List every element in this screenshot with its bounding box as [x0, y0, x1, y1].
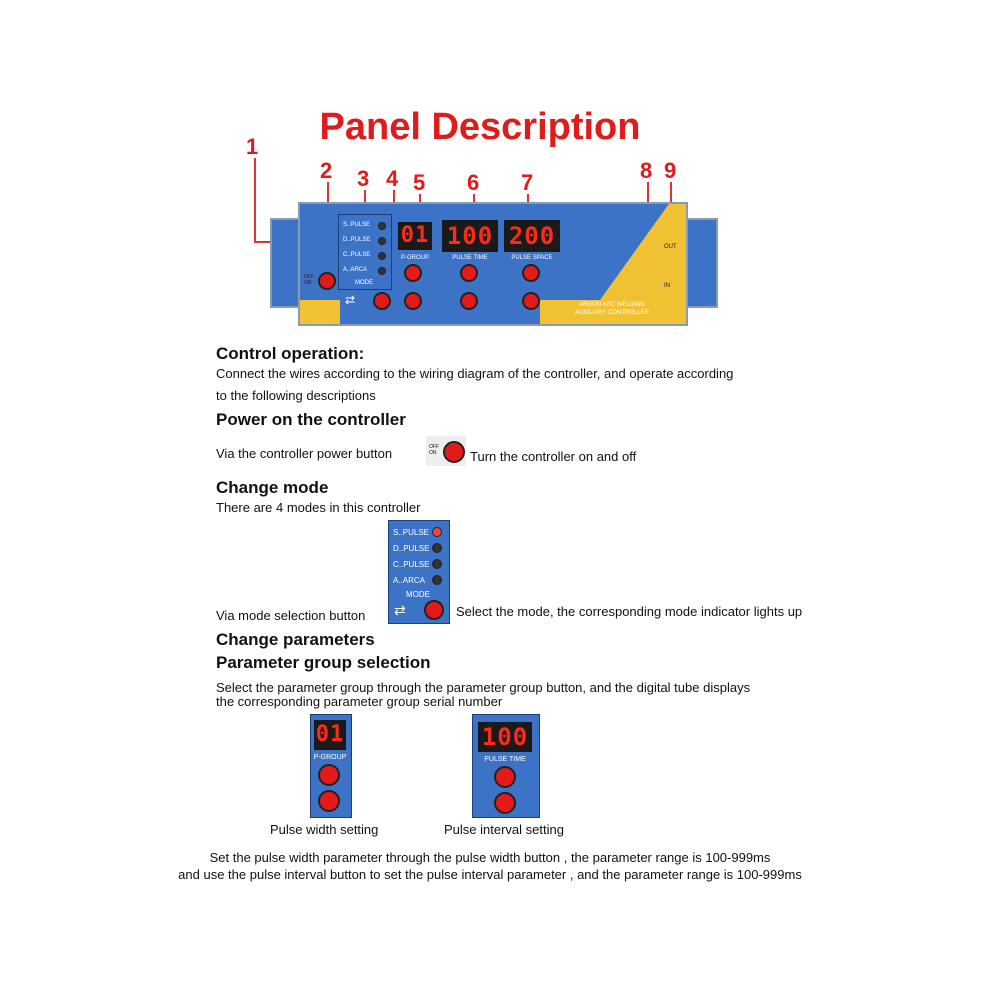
- control-text: Connect the wires according to the wirin…: [216, 366, 734, 381]
- mode-led: [432, 543, 442, 553]
- mode-label: C..PULSE: [393, 560, 430, 569]
- cycle-icon: ⇄: [345, 293, 356, 307]
- mount-tab-right: [686, 218, 718, 308]
- mode-button[interactable]: [373, 292, 391, 310]
- pulse-width-caption: Pulse width setting: [270, 822, 379, 837]
- out-label: OUT: [664, 244, 677, 250]
- pulse-space-label: PULSE SPACE: [511, 255, 553, 261]
- mode-caption: MODE: [355, 280, 373, 286]
- pulse-interval-caption: Pulse interval setting: [444, 822, 564, 837]
- callout-line: [254, 158, 256, 242]
- mode-sub: There are 4 modes in this controller: [216, 500, 421, 515]
- mode-caption: MODE: [406, 590, 430, 599]
- mode-led: [378, 267, 386, 275]
- panel-stripe: [300, 300, 340, 324]
- mode-label: S..PULSE: [393, 528, 430, 537]
- param-text: the corresponding parameter group serial…: [216, 694, 503, 709]
- callout-3: 3: [357, 166, 370, 191]
- callout-7: 7: [521, 170, 534, 195]
- footer-text: and use the pulse interval button to set…: [178, 867, 802, 882]
- pulse-time-label: PULSE TIME: [452, 255, 488, 261]
- control-text: to the following descriptions: [216, 388, 376, 403]
- mode-led-active: [432, 527, 442, 537]
- pgroup-thumb-button: [318, 790, 340, 812]
- mount-tab-left: [270, 218, 302, 308]
- pulse-time-button[interactable]: [460, 264, 478, 282]
- pgroup-display: 01: [398, 222, 432, 250]
- pgroup-thumb-button: [318, 764, 340, 786]
- param-sub-heading: Parameter group selection: [216, 653, 431, 672]
- callout-8: 8: [640, 158, 653, 183]
- mode-led: [378, 222, 386, 230]
- page-title: Panel Description: [319, 106, 641, 148]
- param-heading: Change parameters: [216, 630, 375, 649]
- mode-led: [378, 252, 386, 260]
- power-thumb-label: OFF ON: [429, 444, 439, 456]
- mode-thumb-button: [424, 600, 444, 620]
- mode-label: A..ARCA: [343, 267, 368, 273]
- param-text: Select the parameter group through the p…: [216, 680, 751, 695]
- pgroup-label: P-GROUP: [400, 255, 429, 261]
- pulse-space-display: 200: [504, 220, 560, 252]
- in-label: IN: [664, 283, 670, 289]
- power-right-text: Turn the controller on and off: [470, 449, 637, 464]
- mode-indicator-box: [338, 214, 392, 290]
- panel-stripe: [540, 300, 686, 324]
- mode-label: A..ARCA: [393, 576, 426, 585]
- pulse-time-display: 100: [442, 220, 498, 252]
- power-button[interactable]: [318, 272, 336, 290]
- pulse-time-thumb-display: 100: [478, 722, 532, 752]
- pulse-space-button[interactable]: [522, 264, 540, 282]
- mode-led: [378, 237, 386, 245]
- mode-heading: Change mode: [216, 478, 329, 497]
- callout-4: 4: [386, 166, 399, 191]
- footer-text: Set the pulse width parameter through th…: [209, 850, 771, 865]
- callout-2: 2: [320, 158, 333, 183]
- mode-label: S..PULSE: [343, 222, 371, 228]
- mode-label: D..PULSE: [343, 237, 371, 243]
- mode-led: [432, 559, 442, 569]
- pgroup-button[interactable]: [404, 264, 422, 282]
- pulse-time-thumb-label: PULSE TIME: [484, 756, 526, 763]
- pulse-space-lower-button[interactable]: [522, 292, 540, 310]
- pgroup-thumb-display: 01: [314, 720, 346, 750]
- pgroup-lower-button[interactable]: [404, 292, 422, 310]
- mode-label: C..PULSE: [343, 252, 371, 258]
- mode-led: [432, 575, 442, 585]
- power-thumb-button: [443, 441, 465, 463]
- pulse-time-lower-button[interactable]: [460, 292, 478, 310]
- pulse-time-thumb-button: [494, 766, 516, 788]
- power-label: OFF ON: [304, 274, 314, 286]
- cycle-icon: ⇄: [394, 602, 406, 618]
- callout-9: 9: [664, 158, 677, 183]
- mode-left-text: Via mode selection button: [216, 608, 366, 623]
- pulse-time-thumb-button: [494, 792, 516, 814]
- mode-right-text: Select the mode, the corresponding mode …: [456, 604, 803, 619]
- callout-5: 5: [413, 170, 426, 195]
- power-left-text: Via the controller power button: [216, 446, 393, 461]
- mode-label: D..PULSE: [393, 544, 430, 553]
- callout-1: 1: [246, 134, 259, 159]
- pgroup-thumb-label: P-GROUP: [313, 754, 347, 761]
- control-heading: Control operation:: [216, 344, 365, 363]
- power-heading: Power on the controller: [216, 410, 406, 429]
- callout-6: 6: [467, 170, 480, 195]
